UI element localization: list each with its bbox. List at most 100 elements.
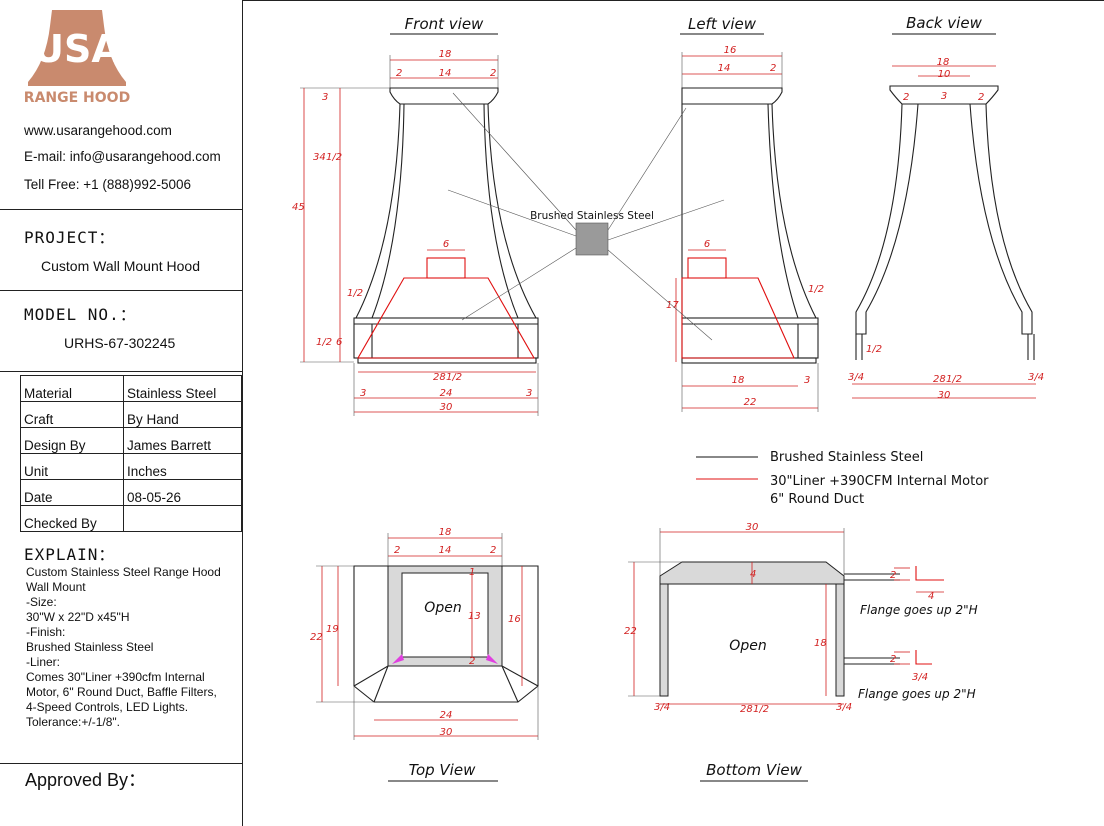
dim-label: 2 [469,656,475,667]
dim-label: 3/4 [836,702,852,713]
spec-key: Unit [20,453,124,480]
dim-label: 28 [933,374,946,385]
logo-hood-shape [28,10,126,86]
dim-label: 14 [439,68,452,79]
leader-line [607,107,687,231]
spec-value: James Barrett [123,427,242,454]
dim-label: 17 [666,300,679,311]
dim-label: 22 [624,626,637,637]
dim-label: 3/4 [654,702,670,713]
leader-line [447,189,577,237]
dim-label: 30 [746,522,759,533]
approved-by-label: Approved By： [25,770,147,790]
duct [426,257,466,279]
top-open-label: Open [424,600,461,616]
dim-label: 3 [941,91,947,102]
spec-key: Design By [20,427,124,454]
duct [687,257,727,279]
dim-label: 2 [490,545,496,556]
spec-key: Checked By [20,505,124,532]
dim-label: 1/2 [316,337,332,348]
dim-label: 2 [890,654,896,665]
front-view-title: Front view [405,15,484,33]
flange-note-2: Flange goes up 2"H [858,687,976,701]
back-left-panel [855,103,919,335]
dim-label: 6 [336,337,342,348]
corner-marker [392,654,404,664]
dim-label: 1/2 [753,704,769,715]
model-label: MODEL NO.： [24,305,137,324]
dim-label: 1 [469,567,475,578]
leader-line [452,92,577,231]
spec-key: Craft [20,401,124,428]
dim-label: 3 [804,375,810,386]
dim-label: 10 [938,69,951,80]
dim-label: 16 [508,614,521,625]
top-open-area [401,572,489,658]
usa-range-hood-logo: USA RANGE HOOD [24,10,130,106]
flange-note-1: Flange goes up 2"H [860,603,978,617]
dim-label: 22 [310,632,323,643]
back-right-panel [969,103,1033,335]
explain-line: -Liner: [26,655,61,669]
dim-label: 16 [724,45,737,56]
leader-line [461,247,577,321]
hood-crown [681,87,783,105]
top-corner-line [501,665,519,703]
logo-text: USA [33,27,121,71]
hood-body [681,103,817,319]
logo-subtext: RANGE HOOD [24,90,130,106]
corner-marker [486,654,498,664]
hood-base [681,357,817,364]
explain-text: Custom Stainless Steel Range Hood Wall M… [26,565,238,730]
dim-label: 3 [526,388,532,399]
spec-key: Material [20,375,124,402]
dim-label: 18 [439,49,452,60]
dim-label: 1/2 [946,374,962,385]
front-view: Front view 18 2 14 2 [292,15,539,416]
tollfree-text: Tell Free: +1 (888)992-5006 [24,177,191,192]
dim-label: 6 [443,239,449,250]
dim-label: 1/2 [446,372,462,383]
leader-line [607,249,713,341]
dim-label: 30 [440,727,453,738]
left-view-title: Left view [688,15,757,33]
leader-line [607,199,725,241]
legend-black-label: Brushed Stainless Steel [770,450,923,465]
dim-label: 2 [770,63,776,74]
brushed-steel-swatch [575,222,609,256]
dim-label: 30 [440,402,453,413]
left-view: Left view 16 14 2 6 17 1/2 18 [666,15,824,412]
spec-value: Stainless Steel [123,375,242,402]
explain-line: -Finish: [26,625,66,639]
divider [0,371,242,372]
drawing-area: Front view 18 2 14 2 [242,0,1104,782]
dim-label: 4 [928,591,934,602]
dim-label: 2 [490,68,496,79]
spec-value [123,505,242,532]
explain-line: -Size: [26,595,57,609]
dim-label: 18 [732,375,745,386]
website-text[interactable]: www.usarangehood.com [24,123,172,138]
dim-label: 18 [937,57,950,68]
top-corner-line [353,665,389,687]
title-block: USA RANGE HOOD www.usarangehood.com E-ma… [0,0,243,826]
hood-body-edge [483,103,519,319]
back-view: Back view 18 10 2 3 2 1/2 3/4 28 1/2 3/4… [848,14,1044,401]
explain-line: 30"W x 22"D x45"H [26,610,130,624]
spec-value: By Hand [123,401,242,428]
explain-line: Motor, 6" Round Duct, Baffle Filters, [26,685,217,699]
dim-label: 1/2 [347,288,363,299]
top-corner-line [501,665,539,687]
dim-label: 28 [740,704,753,715]
email-text[interactable]: E-mail: info@usarangehood.com [24,149,221,164]
divider [0,209,242,210]
top-corner-line [373,665,389,703]
dim-label: 2 [903,92,909,103]
dim-label: 34 [313,152,326,163]
dim-label: 18 [814,638,827,649]
dim-label: 3/4 [1028,372,1044,383]
